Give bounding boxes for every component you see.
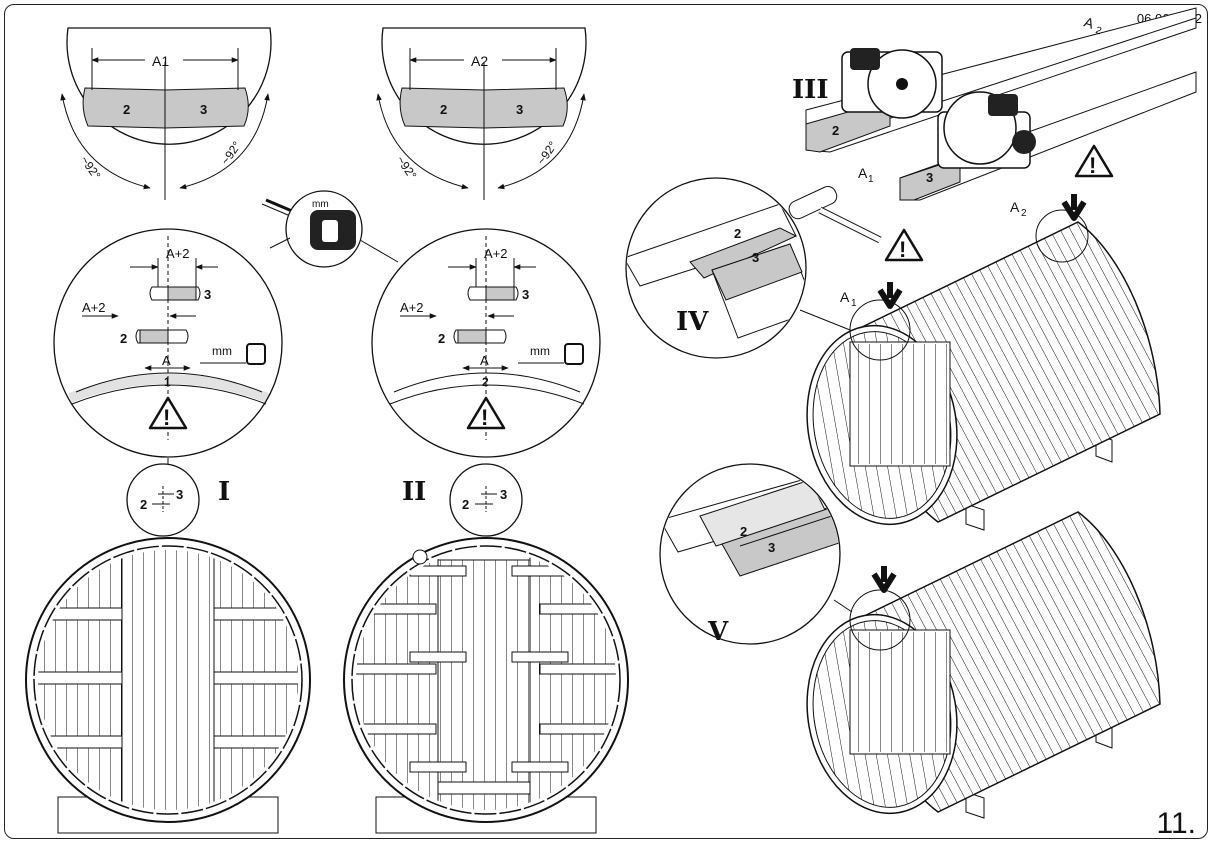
barrel-end-wall-I <box>25 537 311 834</box>
svg-text:A: A <box>840 289 850 305</box>
svg-text:3: 3 <box>522 287 529 302</box>
svg-text:3: 3 <box>204 287 211 302</box>
step-V-detail: 2 3 V <box>659 463 841 647</box>
circular-saw-icon <box>841 48 943 119</box>
svg-text:1: 1 <box>164 375 171 389</box>
board-3-label: 3 <box>200 102 207 117</box>
detail-joint-I: 2 3 I <box>126 463 230 537</box>
svg-text:A: A <box>1010 199 1020 215</box>
warning-icon <box>1074 144 1114 178</box>
detail-top-left: A1 2 3 ~92° ~92° <box>60 27 272 200</box>
svg-text:2: 2 <box>438 331 445 346</box>
svg-text:mm: mm <box>530 344 550 358</box>
circular-saw-icon <box>937 91 1036 169</box>
svg-text:3: 3 <box>176 487 183 502</box>
down-arrow-icon <box>1061 194 1087 221</box>
board-2-label: 2 <box>123 102 130 117</box>
svg-text:2: 2 <box>440 102 447 117</box>
detail-joint-II: II 2 3 <box>402 463 523 537</box>
step-II-label: II <box>402 477 426 507</box>
step-III-saw-cutting: 2 3 III A 1 A 2 ! <box>792 7 1197 201</box>
svg-text:~92°: ~92° <box>534 139 560 168</box>
dim-a1-left: A1 <box>152 53 169 69</box>
svg-text:A+2: A+2 <box>400 300 424 315</box>
svg-text:1: 1 <box>851 298 857 309</box>
step-III-label: III <box>792 75 829 105</box>
pipe-tool-icon <box>788 185 882 244</box>
page-frame <box>4 4 1208 839</box>
svg-text:2: 2 <box>140 497 147 512</box>
dim-a-plus-2-top: A+2 <box>166 246 190 261</box>
svg-text:A: A <box>162 353 171 368</box>
svg-text:A+2: A+2 <box>484 246 508 261</box>
page-number: 11. <box>1156 807 1196 840</box>
svg-text:!: ! <box>1089 153 1096 178</box>
svg-text:3: 3 <box>500 487 507 502</box>
svg-text:1: 1 <box>868 174 874 185</box>
detail-top-middle: A2 2 3 ~92° ~92° <box>376 27 587 200</box>
barrel-end-wall-II <box>343 537 629 834</box>
svg-text:!: ! <box>481 405 488 430</box>
step-I-label: I <box>218 477 230 507</box>
step-IV-detail: 2 3 IV ! <box>625 177 924 359</box>
svg-text:!: ! <box>899 237 906 262</box>
svg-text:A: A <box>480 353 489 368</box>
svg-text:mm: mm <box>312 199 329 210</box>
warning-icon <box>466 396 506 430</box>
svg-text:2: 2 <box>1094 25 1103 37</box>
warning-icon <box>148 396 188 430</box>
barrel-upper-iso: A 1 A 2 <box>806 194 1161 531</box>
down-arrow-icon <box>877 282 903 309</box>
svg-text:2: 2 <box>482 375 489 389</box>
svg-text:2: 2 <box>740 524 747 539</box>
angle-left: ~92° <box>78 153 104 182</box>
tape-measure-icon: mm <box>261 190 363 268</box>
svg-text:3: 3 <box>516 102 523 117</box>
svg-text:A: A <box>1082 14 1096 32</box>
detail-middle-middle: A+2 3 A+2 2 A 2 mm ! <box>371 228 601 458</box>
detail-middle-left: A+2 3 A+2 2 A 1 mm ! <box>53 228 283 458</box>
svg-text:2: 2 <box>462 497 469 512</box>
angle-right: ~92° <box>218 139 244 168</box>
down-arrow-icon <box>871 566 897 593</box>
warning-icon <box>884 228 924 262</box>
svg-text:3: 3 <box>926 170 933 185</box>
svg-text:mm: mm <box>212 344 232 358</box>
step-V-label: V <box>707 617 729 647</box>
svg-text:2: 2 <box>832 123 839 138</box>
svg-text:3: 3 <box>768 540 775 555</box>
barrel-lower-iso <box>806 511 1161 819</box>
svg-text:~92°: ~92° <box>394 153 420 182</box>
svg-text:2: 2 <box>1021 208 1027 219</box>
svg-text:2: 2 <box>734 226 741 241</box>
svg-text:3: 3 <box>752 250 759 265</box>
svg-text:!: ! <box>163 405 170 430</box>
step-IV-label: IV <box>676 307 709 337</box>
svg-text:A: A <box>858 165 868 181</box>
dim-a-plus-2-left: A+2 <box>82 300 106 315</box>
svg-text:2: 2 <box>120 331 127 346</box>
dim-a2-middle: A2 <box>471 53 488 69</box>
